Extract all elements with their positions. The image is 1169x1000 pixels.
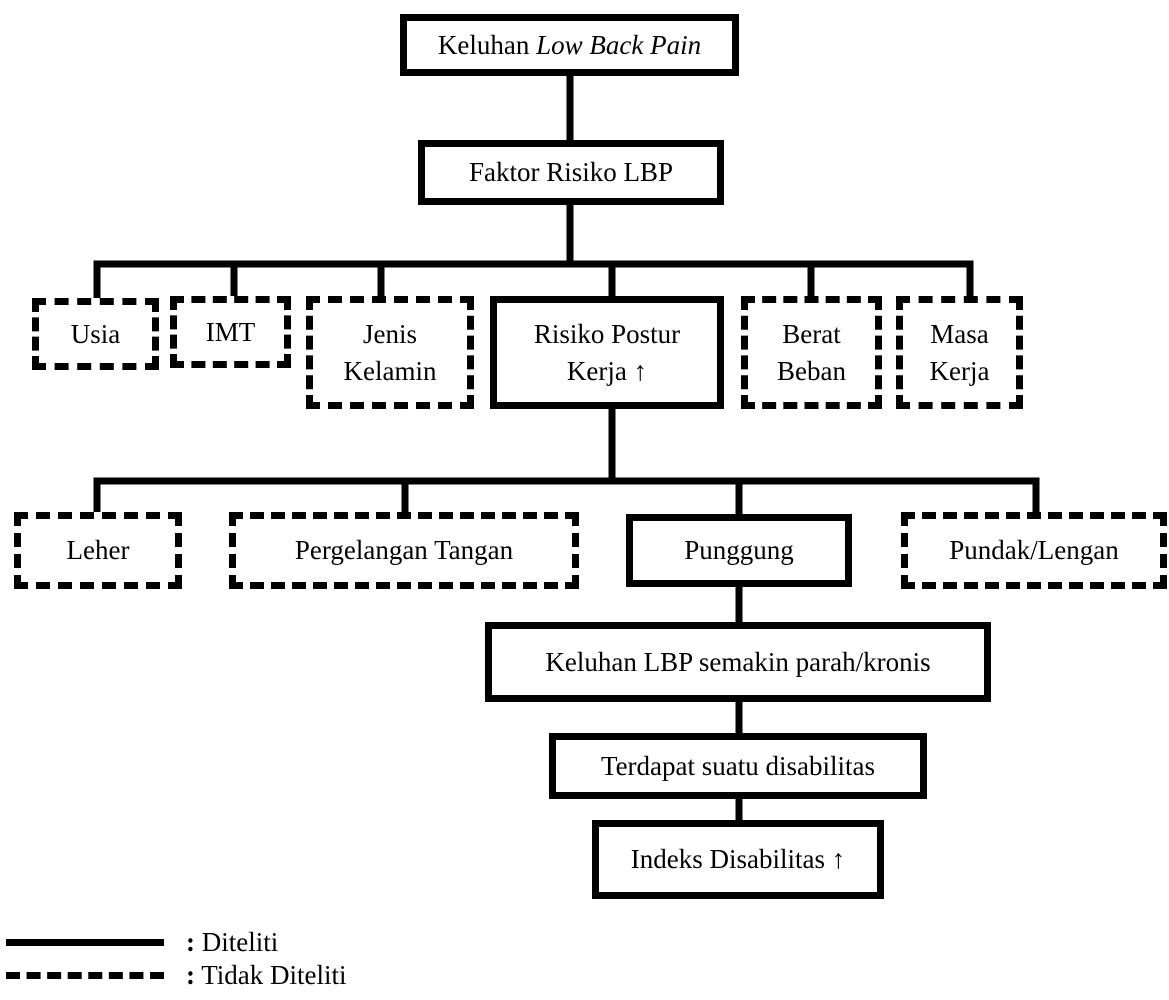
node-leher: Leher [14, 512, 182, 589]
legend-studied: : Diteliti [186, 929, 278, 956]
node-usia-label: Usia [70, 318, 121, 349]
node-keluhan-lbp: Keluhan Low Back Pain [400, 14, 739, 76]
node-disabilitas-label: Terdapat suatu disabilitas [600, 750, 876, 781]
legend-not-studied: : Tidak Diteliti [186, 962, 347, 989]
legend-not-studied-label: Tidak Diteliti [201, 960, 347, 990]
node-imt-label: IMT [205, 316, 256, 347]
node-keluhan-parah-label: Keluhan LBP semakin parah/kronis [545, 646, 931, 677]
node-indeks-disabilitas-label: Indeks Disabilitas ↑ [630, 844, 846, 875]
node-masa-kerja: Masa Kerja [896, 296, 1023, 409]
node-pergelangan-tangan-label: Pergelangan Tangan [294, 535, 514, 566]
node-jenis-kelamin-line1: Jenis [362, 319, 417, 350]
node-berat-beban: Berat Beban [741, 296, 882, 409]
legend-solid-line [6, 939, 164, 946]
node-risiko-postur: Risiko Postur Kerja ↑ [490, 296, 724, 409]
node-pundak-lengan-label: Pundak/Lengan [949, 535, 1119, 566]
node-pergelangan-tangan: Pergelangan Tangan [229, 512, 579, 589]
node-indeks-disabilitas: Indeks Disabilitas ↑ [592, 820, 884, 899]
node-jenis-kelamin: Jenis Kelamin [306, 296, 474, 409]
node-imt: IMT [170, 296, 291, 368]
node-jenis-kelamin-line2: Kelamin [343, 355, 437, 386]
node-berat-beban-line2: Beban [777, 355, 846, 386]
node-masa-kerja-line2: Kerja [929, 355, 990, 386]
node-disabilitas: Terdapat suatu disabilitas [549, 733, 927, 799]
node-masa-kerja-line1: Masa [930, 319, 989, 350]
node-keluhan-parah: Keluhan LBP semakin parah/kronis [485, 622, 991, 702]
legend-not-studied-colon: : [186, 960, 195, 990]
node-punggung-label: Punggung [684, 535, 794, 566]
node-berat-beban-line1: Berat [782, 319, 841, 350]
node-risiko-postur-line1: Risiko Postur [533, 319, 681, 350]
legend-dashed-line [6, 972, 164, 979]
node-risiko-postur-line2: Kerja ↑ [566, 355, 648, 386]
node-keluhan-lbp-prefix: Keluhan [437, 29, 537, 60]
node-faktor-risiko-label: Faktor Risiko LBP [468, 157, 674, 188]
node-faktor-risiko: Faktor Risiko LBP [418, 140, 724, 205]
node-leher-label: Leher [66, 535, 130, 566]
node-punggung: Punggung [626, 514, 852, 587]
node-pundak-lengan: Pundak/Lengan [901, 512, 1167, 589]
node-usia: Usia [32, 298, 159, 370]
node-keluhan-lbp-italic: Low Back Pain [536, 29, 702, 60]
legend-studied-colon: : [186, 927, 195, 957]
legend-studied-label: Diteliti [201, 927, 279, 957]
